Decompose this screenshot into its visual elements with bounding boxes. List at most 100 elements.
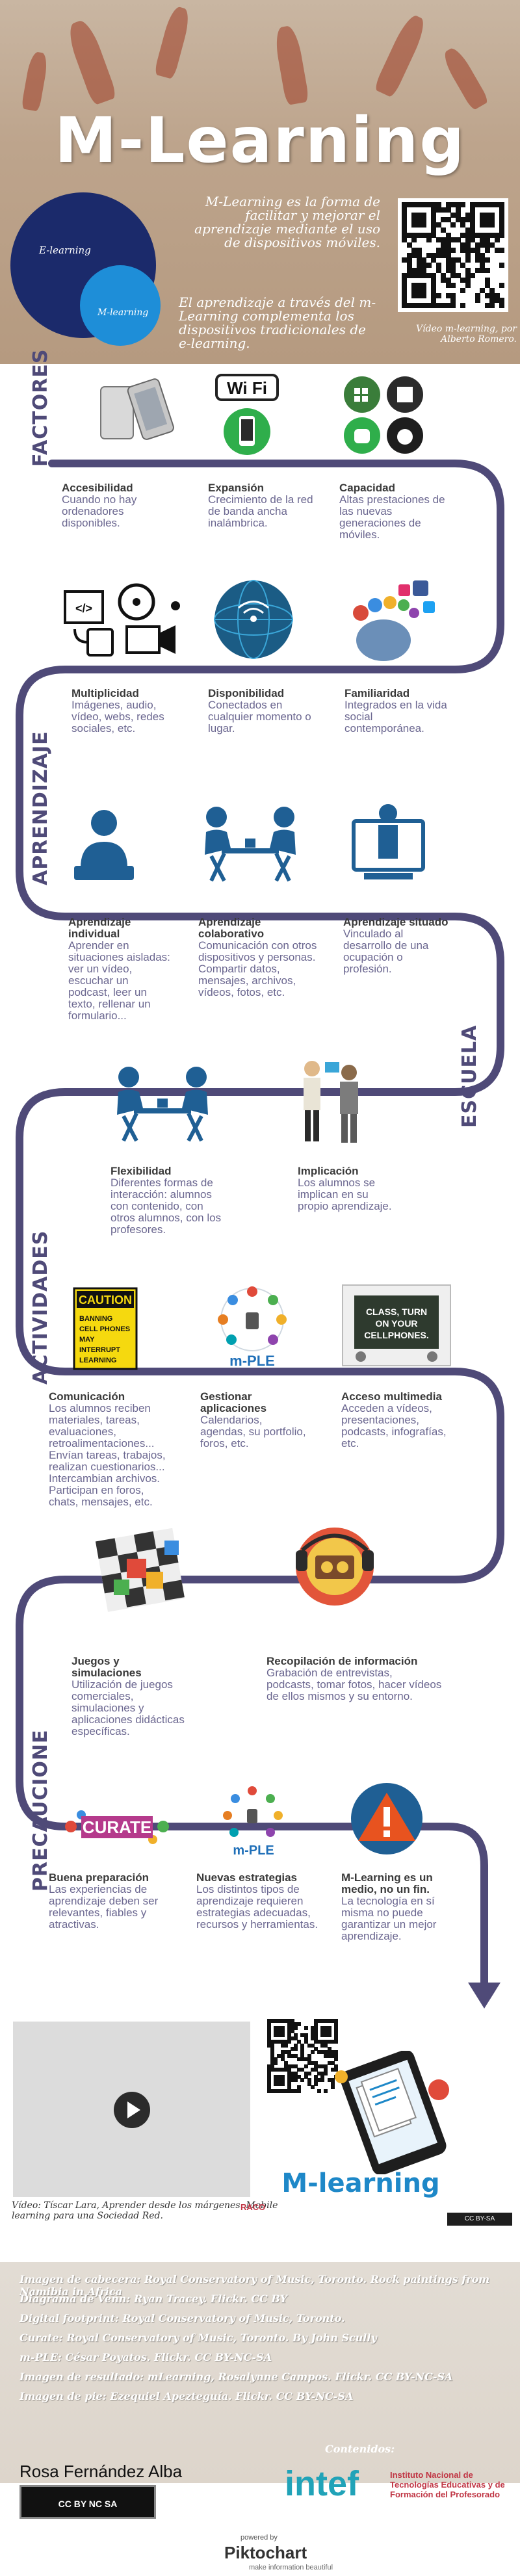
- qr-module: [291, 2075, 294, 2079]
- qr-module: [320, 2050, 325, 2055]
- qr-module: [455, 217, 461, 223]
- qr-module: [270, 2068, 275, 2072]
- qr-module: [494, 232, 500, 238]
- tablet-illustration-icon: [335, 2051, 449, 2174]
- qr-module: [277, 2075, 281, 2079]
- actividad-comunicacion: Comunicación Los alumnos reciben materia…: [49, 1391, 172, 1508]
- piktochart-logo[interactable]: Piktochart: [224, 2543, 307, 2562]
- qr-module: [333, 2019, 338, 2023]
- qr-module: [416, 247, 422, 253]
- qr-module: [411, 217, 417, 223]
- qr-module: [287, 2088, 291, 2093]
- qr-module: [287, 2050, 291, 2055]
- qr-module: [480, 202, 486, 207]
- qr-module: [267, 2025, 271, 2030]
- qr-code-top[interactable]: [398, 198, 508, 312]
- qr-module: [294, 2036, 298, 2040]
- qr-module: [277, 2053, 281, 2058]
- qr-module: [450, 267, 456, 273]
- qr-module: [327, 2050, 332, 2055]
- qr-module: [431, 298, 437, 304]
- qr-module: [320, 2043, 325, 2048]
- item-title: Gestionar aplicaciones: [200, 1390, 267, 1414]
- mple-small-icon: m-PLE: [223, 1786, 283, 1858]
- mlearning-logo: M-learning: [281, 2168, 440, 2198]
- credit-line: Diagrama de Venn: Ryan Tracey. Flickr. C…: [20, 2293, 288, 2305]
- item-title: Aprendizaje colaborativo: [198, 916, 265, 940]
- qr-module: [320, 2033, 325, 2037]
- qr-module: [489, 202, 495, 207]
- qr-module: [470, 237, 476, 243]
- qr-module: [277, 2029, 281, 2034]
- qr-module: [455, 257, 461, 263]
- qr-module: [431, 303, 437, 309]
- qr-module: [411, 272, 417, 278]
- qr-module: [480, 232, 486, 238]
- qr-module: [294, 2043, 298, 2048]
- play-button[interactable]: [114, 2092, 150, 2128]
- qr-code-bottom[interactable]: [263, 2015, 341, 2096]
- factor-disponibilidad: Disponibilidad Conectados en cualquier m…: [208, 688, 312, 735]
- qr-module: [480, 242, 486, 248]
- qr-module: [484, 212, 490, 218]
- qr-module: [291, 2088, 294, 2093]
- qr-module: [402, 212, 407, 218]
- qr-module: [416, 293, 422, 298]
- qr-module: [474, 232, 480, 238]
- qr-module: [489, 293, 495, 298]
- qr-module: [274, 2061, 278, 2065]
- qr-module: [310, 2029, 315, 2034]
- qr-module: [426, 232, 432, 238]
- qr-module: [280, 2075, 285, 2079]
- item-text: Conectados en cualquier momento o lugar.: [208, 699, 311, 735]
- qr-module: [327, 2078, 332, 2083]
- qr-module: [274, 2078, 278, 2083]
- qr-module: [277, 2019, 281, 2023]
- qr-module: [494, 298, 500, 304]
- qr-module: [274, 2068, 278, 2072]
- author-name: Rosa Fernández Alba: [20, 2462, 183, 2481]
- qr-module: [274, 2029, 278, 2034]
- qr-module: [270, 2047, 275, 2051]
- item-title: Multiplicidad: [72, 687, 139, 699]
- individual-learner-icon: [74, 810, 134, 880]
- item-text: La tecnología en sí misma no puede garan…: [341, 1895, 437, 1942]
- video-player[interactable]: [13, 2022, 250, 2197]
- qr-module: [280, 2068, 285, 2072]
- qr-module: [465, 232, 471, 238]
- qr-module: [327, 2053, 332, 2058]
- qr-module: [300, 2050, 305, 2055]
- qr-module: [294, 2088, 298, 2093]
- qr-module: [436, 202, 441, 207]
- qr-module: [291, 2029, 294, 2034]
- qr-module: [291, 2022, 294, 2027]
- qr-module: [297, 2075, 302, 2079]
- qr-module: [411, 212, 417, 218]
- qr-module: [314, 2081, 318, 2086]
- qr-module: [421, 267, 427, 273]
- intef-logo: intef: [285, 2464, 359, 2503]
- qr-module: [402, 293, 407, 298]
- rock-painting-figure: [64, 18, 118, 106]
- qr-module: [300, 2043, 305, 2048]
- rock-painting-figure: [272, 24, 310, 106]
- svg-text:m-PLE: m-PLE: [233, 1843, 274, 1858]
- qr-module: [333, 2025, 338, 2030]
- path-arrow-end: [468, 1983, 500, 2009]
- factor-capacidad: Capacidad Altas prestaciones de las nuev…: [339, 482, 453, 541]
- item-text: Altas prestaciones de las nuevas generac…: [339, 493, 445, 541]
- qr-module: [465, 242, 471, 248]
- qr-module: [431, 207, 437, 213]
- item-text: Utilización de juegos comerciales, simul…: [72, 1678, 185, 1737]
- qr-module: [324, 2053, 328, 2058]
- qr-module: [314, 2078, 318, 2083]
- qr-module: [324, 2043, 328, 2048]
- qr-module: [445, 252, 451, 258]
- qr-module: [484, 283, 490, 289]
- qr-module: [304, 2040, 308, 2044]
- item-title: Implicación: [298, 1165, 359, 1177]
- qr-module: [402, 257, 407, 263]
- qr-module: [291, 2036, 294, 2040]
- item-title: Disponibilidad: [208, 687, 285, 699]
- raco-label: RACO: [240, 2202, 266, 2212]
